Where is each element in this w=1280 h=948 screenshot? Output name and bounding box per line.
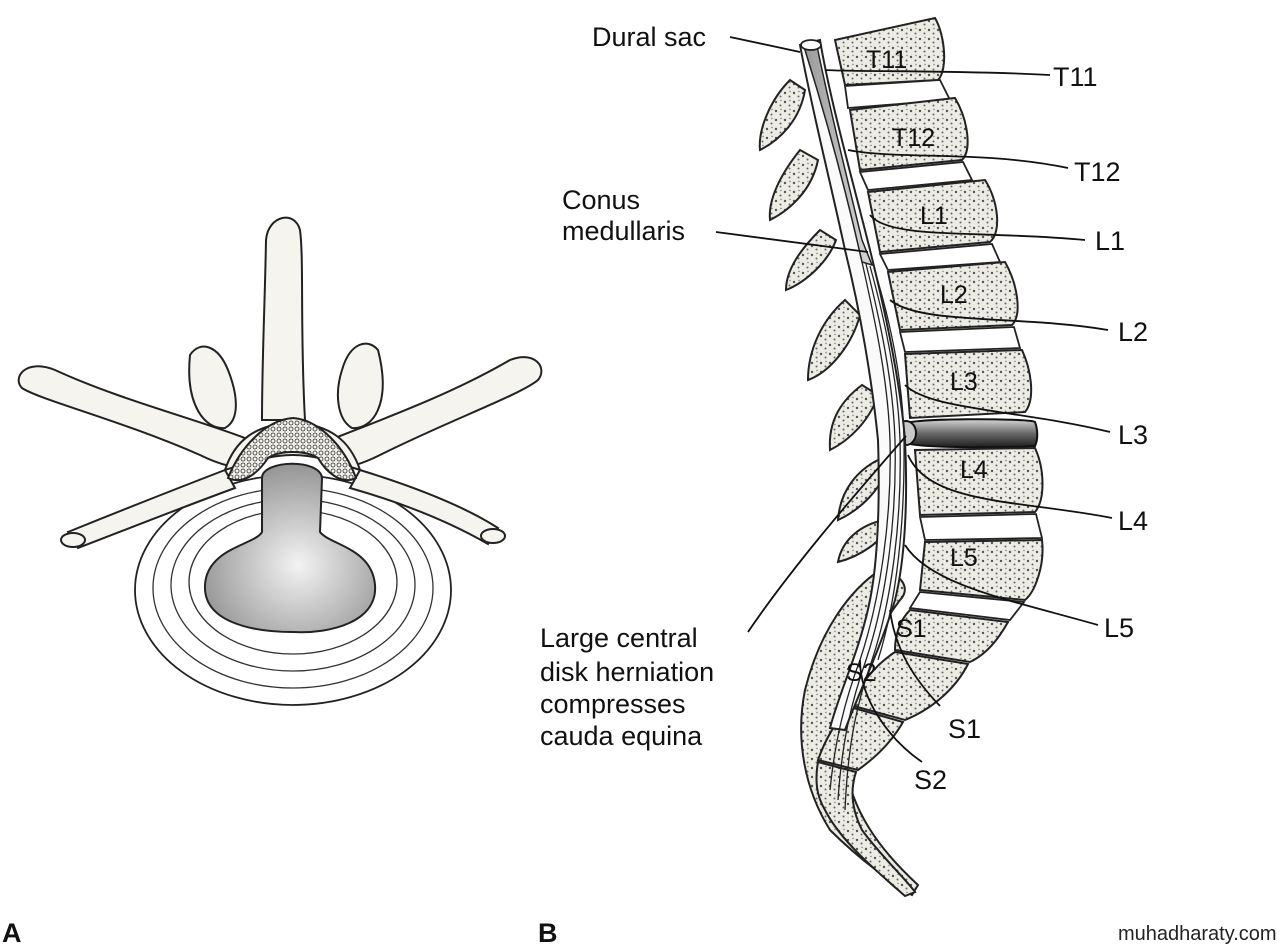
panel-label-b: B bbox=[538, 918, 558, 948]
root-label-t12: T12 bbox=[1074, 157, 1121, 187]
root-leader-s2 bbox=[859, 659, 923, 763]
conus-leader bbox=[715, 231, 869, 253]
vertebral-body-l5 bbox=[918, 538, 1044, 602]
root-label-s2: S2 bbox=[914, 765, 947, 795]
left-transverse-process bbox=[17, 365, 257, 470]
root-leader-l4 bbox=[907, 454, 1113, 519]
herniation-label-line3: compresses bbox=[540, 689, 686, 719]
vertebral-body-s2 bbox=[848, 650, 970, 722]
left-root-end bbox=[60, 532, 86, 548]
root-label-l2: L2 bbox=[1118, 317, 1148, 347]
dural-sac-leader bbox=[729, 36, 801, 53]
panel-label-a: A bbox=[2, 918, 22, 948]
coccyx bbox=[815, 760, 917, 898]
conus-label-line2: medullaris bbox=[562, 216, 685, 246]
root-leader-t12 bbox=[847, 149, 1069, 169]
vertebra-label-s2: S2 bbox=[846, 659, 877, 687]
intervertebral-disc bbox=[918, 513, 1044, 541]
root-leader-t11 bbox=[824, 69, 1051, 76]
conus-label-line1: Conus bbox=[562, 185, 640, 215]
axial-vertebra-illustration bbox=[17, 216, 543, 706]
right-root-end bbox=[480, 528, 506, 544]
right-transverse-process bbox=[326, 356, 543, 470]
root-leader-s1 bbox=[889, 609, 941, 707]
root-leader-l1 bbox=[869, 214, 1086, 241]
left-facet bbox=[188, 345, 237, 430]
root-label-l5: L5 bbox=[1104, 613, 1134, 643]
spinous-process bbox=[260, 216, 307, 421]
herniation-label-line2: disk herniation bbox=[540, 657, 714, 687]
root-label-s1: S1 bbox=[948, 714, 981, 744]
vertebra-label-t12: T12 bbox=[892, 124, 935, 152]
spinous-process bbox=[806, 298, 862, 382]
herniated-nucleus bbox=[203, 462, 377, 634]
herniated-disc bbox=[904, 418, 1039, 449]
dural-sac-top bbox=[800, 39, 822, 51]
intervertebral-disc bbox=[858, 161, 974, 191]
vertebra-label-s1: S1 bbox=[896, 615, 927, 643]
right-nerve-root bbox=[348, 468, 500, 546]
herniation-label-line1: Large central bbox=[540, 623, 698, 653]
intervertebral-disc bbox=[908, 591, 1026, 621]
vertebra-label-l1: L1 bbox=[920, 202, 948, 230]
root-label-t11: T11 bbox=[1053, 62, 1098, 92]
spinous-process bbox=[758, 78, 807, 152]
spinous-process bbox=[828, 383, 880, 452]
spinous-process bbox=[768, 148, 820, 222]
root-label-l4: L4 bbox=[1118, 506, 1148, 536]
herniation-leader bbox=[747, 435, 907, 633]
watermark: muhadharaty.com bbox=[1118, 923, 1277, 945]
vertebral-body-t12 bbox=[848, 96, 969, 172]
vertebra-label-l2: L2 bbox=[940, 281, 968, 309]
vertebra-label-l5: L5 bbox=[950, 544, 978, 572]
root-label-l3: L3 bbox=[1118, 420, 1148, 450]
vertebra-label-l3: L3 bbox=[950, 368, 978, 396]
vertebra-label-l4: L4 bbox=[960, 456, 988, 484]
cauda-equina-fibers bbox=[829, 261, 905, 811]
spinous-process bbox=[784, 228, 838, 292]
left-nerve-root bbox=[66, 468, 237, 550]
root-label-l1: L1 bbox=[1095, 226, 1125, 256]
sagittal-spine-illustration bbox=[715, 16, 1113, 898]
herniation-label-line4: cauda equina bbox=[540, 721, 703, 751]
vertebral-body-s1 bbox=[893, 608, 1010, 664]
root-leader-l3 bbox=[904, 384, 1111, 433]
vertebra-label-t11: T11 bbox=[866, 46, 907, 74]
dural-sac-label: Dural sac bbox=[592, 22, 706, 52]
intervertebral-disc bbox=[898, 326, 1022, 353]
vertebral-body-l4 bbox=[913, 446, 1044, 517]
cauda-equina-sac bbox=[226, 416, 358, 481]
right-facet bbox=[336, 342, 384, 430]
root-leader-l2 bbox=[889, 299, 1109, 331]
root-leader-l5 bbox=[904, 544, 1099, 626]
